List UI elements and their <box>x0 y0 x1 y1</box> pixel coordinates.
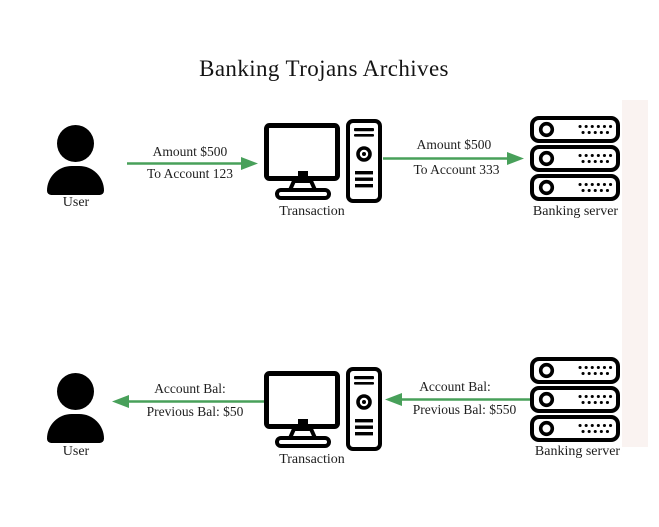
arrow-right-icon <box>383 152 524 165</box>
arrow-right-icon <box>127 157 258 170</box>
arrow-text-above: Account Bal: <box>419 379 491 394</box>
monitor-icon <box>264 371 340 448</box>
server-label: Banking server <box>534 444 621 459</box>
computer-tower-icon <box>346 119 382 203</box>
user-label: User <box>62 195 90 210</box>
transaction-label: Transaction <box>279 204 345 219</box>
page-accent-band <box>622 100 648 447</box>
user-icon <box>47 125 104 195</box>
arrow-text-below: Previous Bal: $550 <box>412 402 517 417</box>
arrow-text-below: Previous Bal: $50 <box>146 404 244 419</box>
user-head-shape <box>57 373 94 410</box>
server-stack-icon <box>530 116 620 201</box>
monitor-icon <box>264 123 340 200</box>
user-body-shape <box>47 166 104 195</box>
arrow-text-above: Account Bal: <box>154 381 226 396</box>
arrow-left-icon <box>112 395 269 408</box>
server-stack-icon <box>530 357 620 442</box>
computer-tower-icon <box>346 367 382 451</box>
arrow-text-below: To Account 123 <box>146 166 234 181</box>
server-label: Banking server <box>532 204 619 219</box>
user-head-shape <box>57 125 94 162</box>
user-label: User <box>62 444 90 459</box>
arrow-left-icon <box>385 393 538 406</box>
diagram-title: Banking Trojans Archives <box>199 56 449 81</box>
arrow-text-above: Amount $500 <box>152 144 228 159</box>
transaction-label: Transaction <box>279 452 345 467</box>
arrow-text-below: To Account 333 <box>413 162 500 177</box>
user-icon <box>47 373 104 443</box>
user-body-shape <box>47 414 104 443</box>
arrow-text-above: Amount $500 <box>416 137 492 152</box>
